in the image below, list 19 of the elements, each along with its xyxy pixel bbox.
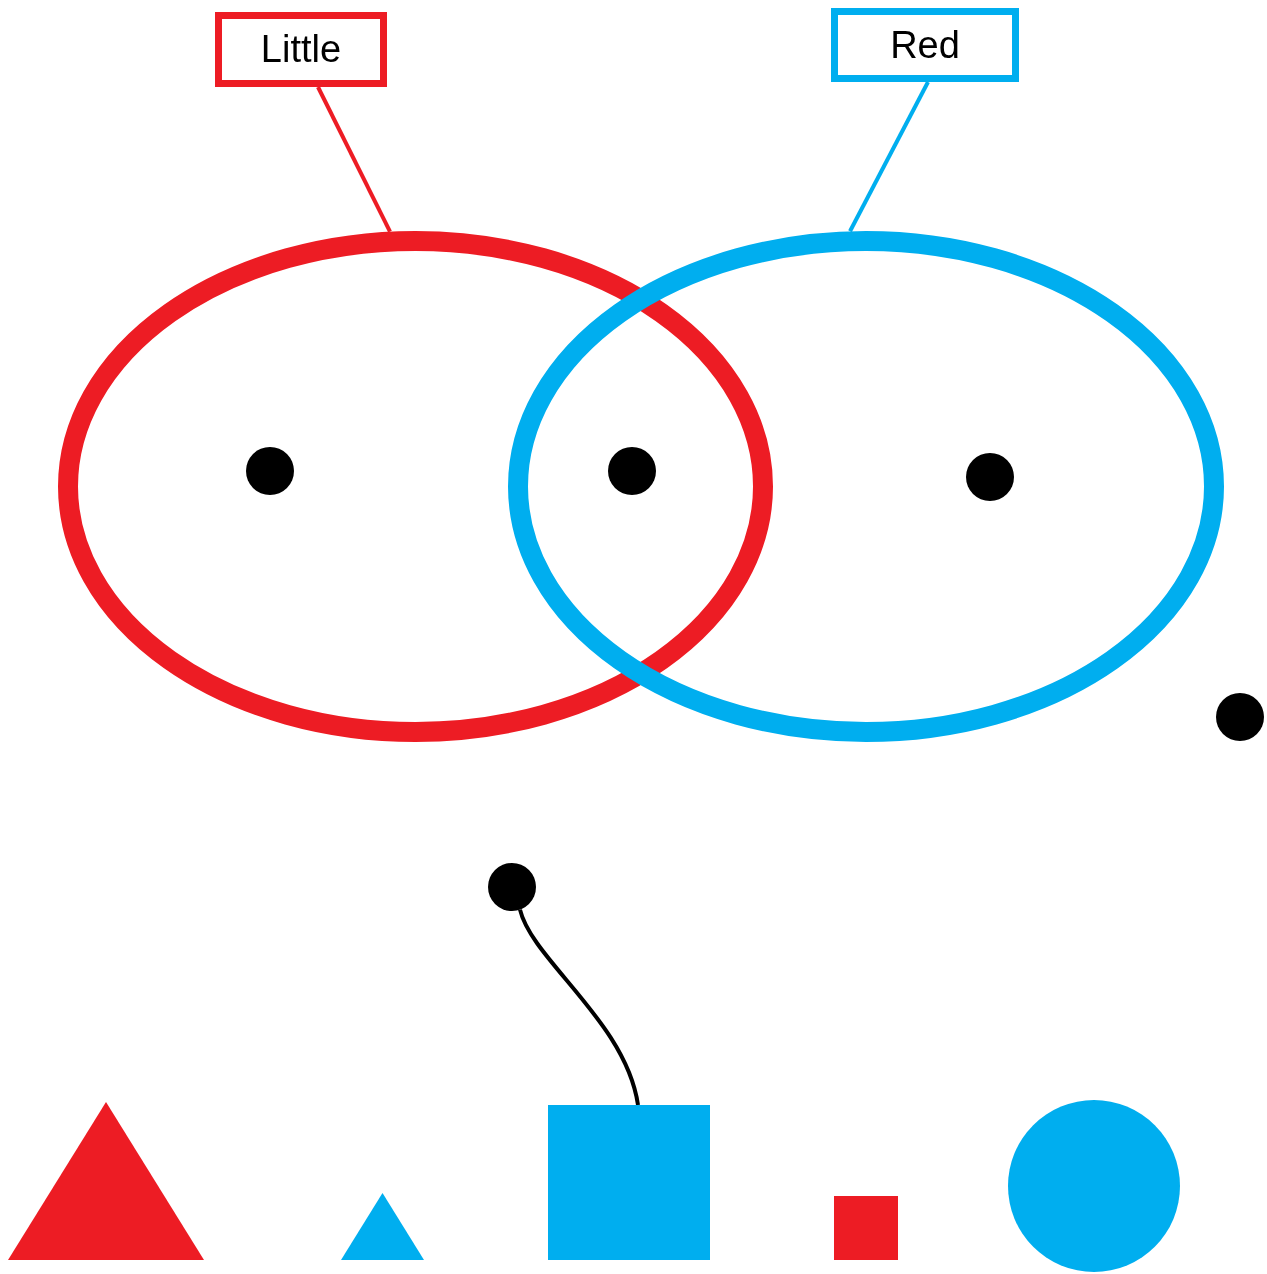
curved-connector bbox=[518, 908, 640, 1106]
triangle bbox=[341, 1193, 424, 1260]
ellipse-outline bbox=[58, 231, 773, 742]
label-text: Red bbox=[890, 23, 960, 67]
dot bbox=[488, 863, 536, 911]
label-box bbox=[831, 8, 1019, 82]
ellipse-outline bbox=[508, 231, 1224, 742]
filled-circle bbox=[1008, 1100, 1180, 1272]
triangle bbox=[8, 1102, 204, 1260]
label-box bbox=[215, 12, 387, 87]
leader-line bbox=[848, 81, 930, 233]
dot bbox=[608, 447, 656, 495]
dot bbox=[246, 447, 294, 495]
square bbox=[548, 1105, 710, 1260]
leader-line bbox=[316, 86, 392, 233]
square bbox=[834, 1196, 898, 1260]
label-text: Little bbox=[260, 28, 342, 71]
dot bbox=[1216, 693, 1264, 741]
dot bbox=[966, 453, 1014, 501]
